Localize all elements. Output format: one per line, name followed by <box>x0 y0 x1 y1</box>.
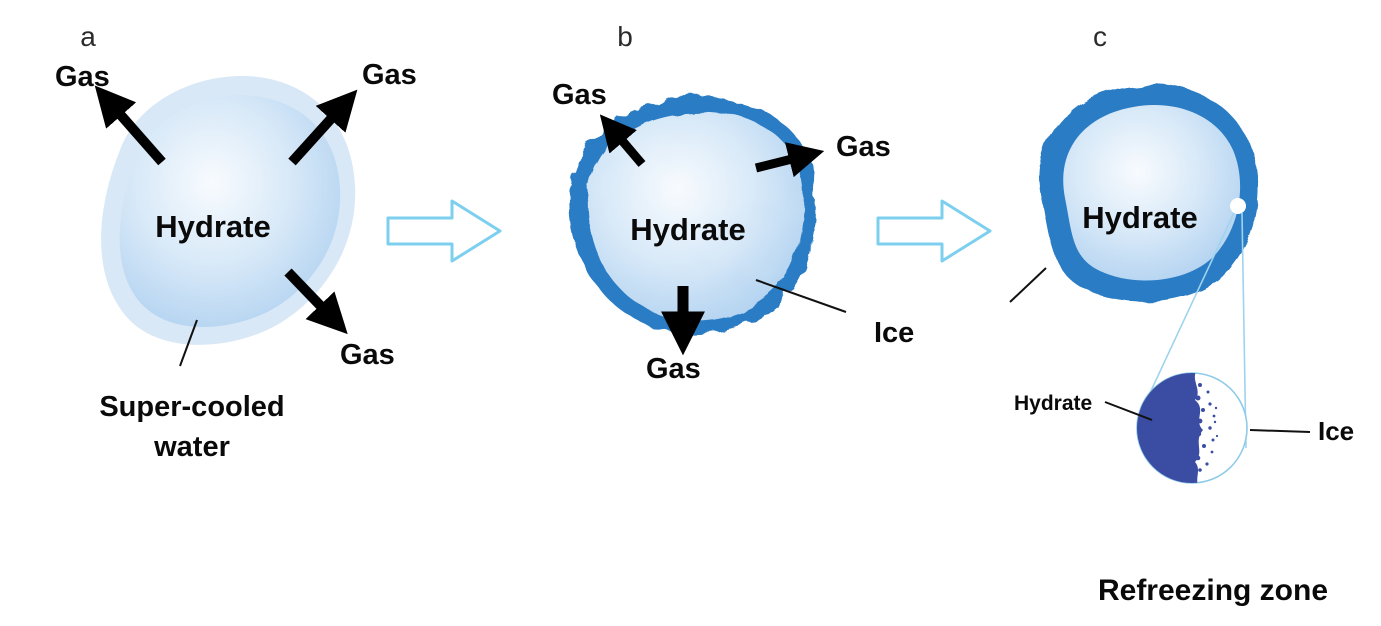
magnifier-content <box>1137 373 1219 483</box>
panel-c: c Hydrate <box>1009 21 1354 607</box>
gas-label-a-top-left: Gas <box>55 61 110 93</box>
gas-label-b-right: Gas <box>836 131 891 163</box>
gas-label-b-top-left: Gas <box>552 79 607 111</box>
pointer-line-inset-ice <box>1249 429 1311 433</box>
hydrate-label-a: Hydrate <box>155 209 270 244</box>
inset-hydrate-label: Hydrate <box>1014 392 1092 415</box>
hydrate-particle-speckles <box>1191 383 1219 472</box>
flow-arrow-b-to-c-icon <box>876 199 992 263</box>
hydrate-label-b: Hydrate <box>630 212 745 247</box>
panel-a: a Gas Gas Gas Hydrate Super-cooled water <box>55 21 417 463</box>
gas-label-b-bottom: Gas <box>646 353 701 385</box>
hydrate-label-c: Hydrate <box>1082 200 1197 235</box>
pointer-line-ice-b <box>755 279 847 313</box>
panel-b: b Gas Gas Gas Hydrate Ice <box>552 21 914 385</box>
pointer-line-inset-hydrate <box>1104 401 1153 421</box>
gas-arrow-a-top-right-icon <box>288 89 358 166</box>
flow-arrow-a-to-b-icon <box>386 199 502 263</box>
pointer-line-rim-c <box>1009 267 1047 303</box>
pointer-line-supercooled-water <box>179 319 198 367</box>
hydrate-core-a <box>119 95 341 327</box>
gas-arrow-b-top-left-icon <box>599 114 646 167</box>
refreezing-zone-caption: Refreezing zone <box>1098 574 1328 607</box>
refreezing-spot-icon <box>1230 198 1246 214</box>
magnifier-cone-left-line <box>1141 212 1235 411</box>
gas-label-a-top-right: Gas <box>362 59 417 91</box>
ice-label-b: Ice <box>874 317 914 349</box>
supercooled-water-label-line1: Super-cooled <box>99 391 284 423</box>
gas-label-a-bottom: Gas <box>340 339 395 371</box>
magnifier-cone-right-line <box>1241 212 1247 449</box>
gas-arrow-a-bottom-icon <box>284 268 348 335</box>
panel-a-letter: a <box>80 21 96 52</box>
gas-arrow-a-top-left-icon <box>94 85 166 166</box>
hydrate-core-c <box>1063 104 1241 281</box>
panel-b-letter: b <box>617 21 633 52</box>
inset-ice-label: Ice <box>1318 416 1354 446</box>
panel-c-letter: c <box>1093 21 1107 52</box>
gas-arrow-b-right-icon <box>754 142 825 178</box>
supercooled-water-label-line2: water <box>153 431 230 463</box>
hydrate-front-dark <box>1137 373 1203 483</box>
